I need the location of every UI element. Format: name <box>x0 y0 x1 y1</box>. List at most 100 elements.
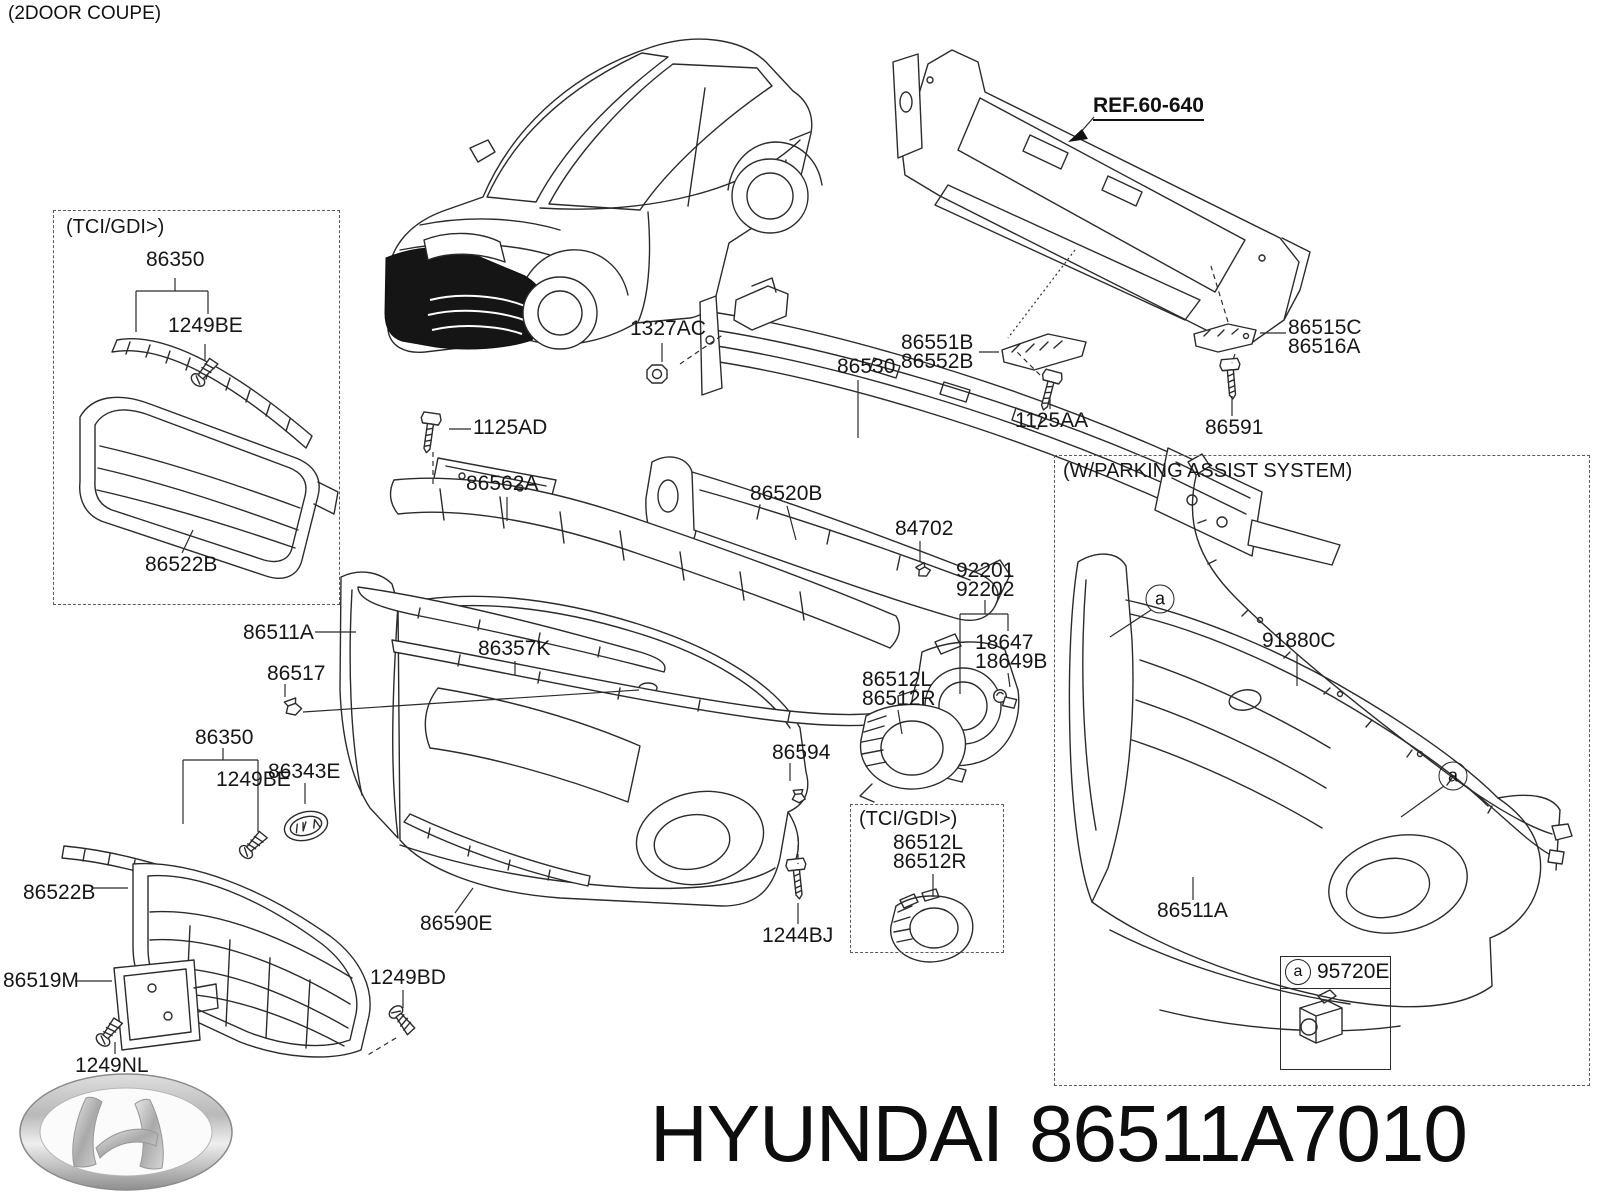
part-label-line: 86522B <box>23 881 96 904</box>
part-label-1249BD-screw: 1249BD <box>370 966 446 989</box>
fog-bezel-tci-drawing <box>891 889 973 962</box>
leader-lines <box>75 117 1444 1056</box>
part-label-86350-grille-upper: 86350 <box>146 248 205 271</box>
screw-icon <box>236 828 270 862</box>
marker-a-icon: a <box>1145 584 1175 614</box>
part-label-86517-clip: 86517 <box>267 662 326 685</box>
part-label-line: 1327AC <box>630 317 706 340</box>
part-label-line: 86512R <box>893 850 967 873</box>
page-title: (2DOOR COUPE) <box>8 3 162 24</box>
part-label-86590E-lower-strip: 86590E <box>420 912 493 935</box>
part-label-line: 86350 <box>146 248 205 271</box>
tci-gdi-box-small: (TCI/GDI>) <box>850 804 1004 953</box>
part-label-84702-clip: 84702 <box>895 517 954 540</box>
part-label-line: 86520B <box>750 482 823 505</box>
part-label-91880C-harness: 91880C <box>1262 629 1336 652</box>
tci-gdi-box-small-title: (TCI/GDI>) <box>859 808 958 830</box>
sensor-part-number: 95720E <box>1317 960 1390 983</box>
part-label-line: 86530 <box>837 355 896 378</box>
part-label-line: 84702 <box>895 517 954 540</box>
sensor-callout-header: a 95720E <box>1281 957 1390 989</box>
part-label-86357K-strip: 86357K <box>478 637 551 660</box>
bolt-icon <box>1218 357 1244 401</box>
part-label-line: 86562A <box>466 472 539 495</box>
screw-icon <box>386 1002 419 1038</box>
kia-emblem-icon <box>281 807 331 845</box>
parking-sensor-drawing <box>1300 990 1342 1043</box>
part-label-1327AC-nut: 1327AC <box>630 317 706 340</box>
tci-gdi-box-left: (TCI/GDI>) <box>53 210 340 605</box>
part-label-line: 92202 <box>956 578 1015 601</box>
part-label-line: 1249BE <box>216 768 291 791</box>
part-label-86522B-grille-left: 86522B <box>145 553 218 576</box>
fog-lamp-drawing <box>860 634 1019 802</box>
part-label-line: 86591 <box>1205 416 1264 439</box>
front-bumper-drawing <box>340 572 920 906</box>
part-label-line: 1244BJ <box>762 924 834 947</box>
part-label-86522B-grille-bottom: 86522B <box>23 881 96 904</box>
part-label-line: 86594 <box>772 741 831 764</box>
part-label-line: 92201 <box>956 559 1015 582</box>
part-label-line: 86517 <box>267 662 326 685</box>
part-label-line: 86519M <box>3 969 79 992</box>
grille-set-mid-drawing <box>62 807 370 1057</box>
tci-grille-set-left-drawing <box>80 339 338 579</box>
grille-support-drawing <box>391 458 900 648</box>
part-label-86511A-bumper: 86511A <box>243 622 314 643</box>
part-label-1249BE-screw-mid: 1249BE <box>216 768 291 791</box>
bolt-icon <box>415 410 443 455</box>
parking-assist-box-title: (W/PARKING ASSIST SYSTEM) <box>1063 460 1353 482</box>
part-label-line: 86357K <box>478 637 551 660</box>
part-label-line: 86512L <box>862 668 933 691</box>
part-label-line: 1125AA <box>1015 409 1089 432</box>
marker-a-icon: a <box>1438 761 1468 791</box>
part-label-line: 86551B <box>901 331 974 354</box>
car-illustration <box>385 39 822 352</box>
part-label-1249NL-screw: 1249NL <box>75 1055 149 1076</box>
part-label-line: 1249BE <box>168 314 243 337</box>
part-label-86562A-support: 86562A <box>466 472 539 495</box>
part-label-86520B-absorber: 86520B <box>750 482 823 505</box>
tci-gdi-box-left-title: (TCI/GDI>) <box>66 216 165 238</box>
hyundai-logo-icon <box>20 1074 232 1190</box>
footer-brand: HYUNDAI <box>650 1089 1004 1178</box>
part-label-line: 86552B <box>901 350 974 373</box>
part-label-1249BE-screw-upper: 1249BE <box>168 314 243 337</box>
bolt-icon <box>784 857 811 901</box>
part-label-line: 18649B <box>975 650 1048 673</box>
part-label-line: 86512L <box>893 831 964 854</box>
marker-a-icon: a <box>1285 959 1311 985</box>
parking-assist-bumper-drawing <box>1069 454 1572 1031</box>
part-label-86591-bolt: 86591 <box>1205 416 1264 439</box>
nut-icon <box>646 364 668 384</box>
part-label-line: 91880C <box>1262 629 1336 652</box>
part-label-line: 86350 <box>195 726 254 749</box>
part-label-line: 86590E <box>420 912 493 935</box>
part-label-line: 1249BD <box>370 966 446 989</box>
radiator-support-drawing <box>893 50 1310 344</box>
part-label-line: 86511A <box>1157 899 1228 922</box>
part-label-line: 86343E <box>268 760 341 783</box>
part-label-86519M-license-bracket: 86519M <box>3 969 79 992</box>
part-label-1244BJ-bolt: 1244BJ <box>762 924 834 947</box>
side-brackets-drawing <box>1002 324 1256 370</box>
sensor-callout-box: a 95720E <box>1280 956 1391 1070</box>
ref-60-640-label: REF.60-640 <box>1093 94 1204 121</box>
part-label-1125AA-bolt: 1125AA <box>1015 409 1089 432</box>
footer-part-number: HYUNDAI 86511A7010 <box>650 1088 1468 1180</box>
part-label-86511A-bumper-pas: 86511A <box>1157 899 1228 922</box>
part-label-86594-clip: 86594 <box>772 741 831 764</box>
part-label-line: 1125AD <box>473 416 548 439</box>
part-label-1125AD-bolt: 1125AD <box>473 416 548 439</box>
footer-number: 86511A7010 <box>1029 1089 1468 1178</box>
part-label-86343E-emblem: 86343E <box>268 760 341 783</box>
part-label-line: 86522B <box>145 553 218 576</box>
parking-assist-box: (W/PARKING ASSIST SYSTEM) <box>1054 455 1590 1086</box>
